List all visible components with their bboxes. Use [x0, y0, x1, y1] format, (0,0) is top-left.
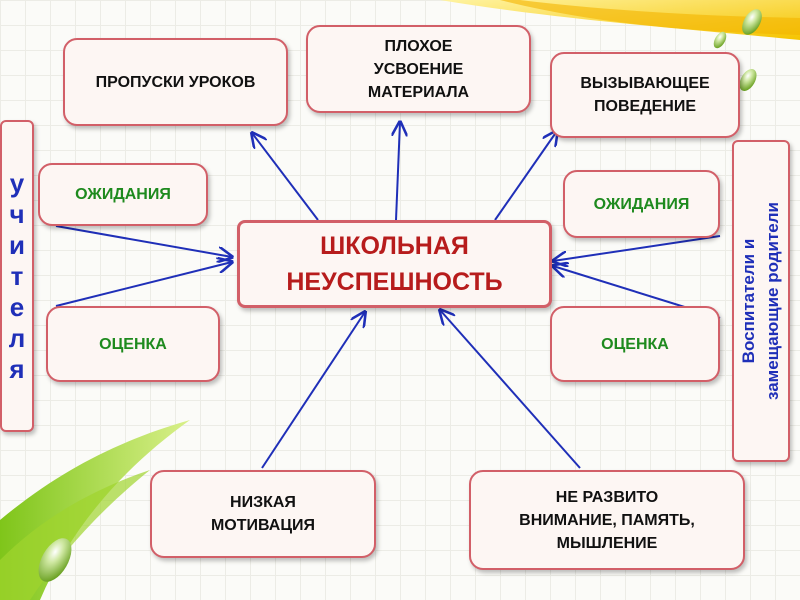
- box-parent-expectations: ОЖИДАНИЯ: [563, 170, 720, 238]
- water-drop-icon: [742, 9, 762, 35]
- parents-label: Воспитатели и замещающие родители: [739, 201, 782, 401]
- box-poor-learning: ПЛОХОЕ УСВОЕНИЕ МАТЕРИАЛА: [306, 25, 531, 113]
- teachers-letter: у: [9, 167, 25, 198]
- box-defiant-behavior: ВЫЗЫВАЮЩЕЕ ПОВЕДЕНИЕ: [550, 52, 740, 138]
- undeveloped-attention-label: НЕ РАЗВИТО ВНИМАНИЕ, ПАМЯТЬ, МЫШЛЕНИЕ: [519, 488, 695, 552]
- center-box-school-failure: ШКОЛЬНАЯ НЕУСПЕШНОСТЬ: [237, 220, 552, 308]
- box-skipping-lessons-label: ПРОПУСКИ УРОКОВ: [95, 73, 256, 91]
- box-skipping-lessons: ПРОПУСКИ УРОКОВ: [63, 38, 288, 126]
- low-motivation-label: НИЗКАЯ МОТИВАЦИЯ: [210, 494, 316, 534]
- teachers-letter: и: [9, 229, 25, 260]
- teachers-letter: л: [8, 322, 26, 353]
- center-label: ШКОЛЬНАЯ НЕУСПЕШНОСТЬ: [286, 232, 503, 296]
- teacher-expectations-label: ОЖИДАНИЯ: [75, 186, 171, 203]
- box-teacher-expectations: ОЖИДАНИЯ: [38, 163, 208, 226]
- box-poor-learning-label: ПЛОХОЕ УСВОЕНИЕ МАТЕРИАЛА: [367, 37, 470, 101]
- water-drop-icon: [38, 538, 72, 582]
- parents-vertical-box: Воспитатели и замещающие родители: [732, 140, 790, 462]
- parent-expectations-label: ОЖИДАНИЯ: [593, 195, 690, 213]
- box-parent-grade: ОЦЕНКА: [550, 306, 720, 382]
- teachers-letter: е: [9, 291, 25, 322]
- box-teacher-grade: ОЦЕНКА: [46, 306, 220, 382]
- teachers-letter: я: [9, 353, 25, 384]
- teachers-letter: ч: [9, 198, 25, 229]
- teachers-letter: т: [10, 260, 24, 291]
- box-low-motivation: НИЗКАЯ МОТИВАЦИЯ: [150, 470, 376, 558]
- box-undeveloped-attention: НЕ РАЗВИТО ВНИМАНИЕ, ПАМЯТЬ, МЫШЛЕНИЕ: [469, 470, 745, 570]
- box-defiant-behavior-label: ВЫЗЫВАЮЩЕЕ ПОВЕДЕНИЕ: [580, 75, 710, 115]
- parent-grade-label: ОЦЕНКА: [601, 335, 669, 353]
- teacher-grade-label: ОЦЕНКА: [99, 335, 167, 353]
